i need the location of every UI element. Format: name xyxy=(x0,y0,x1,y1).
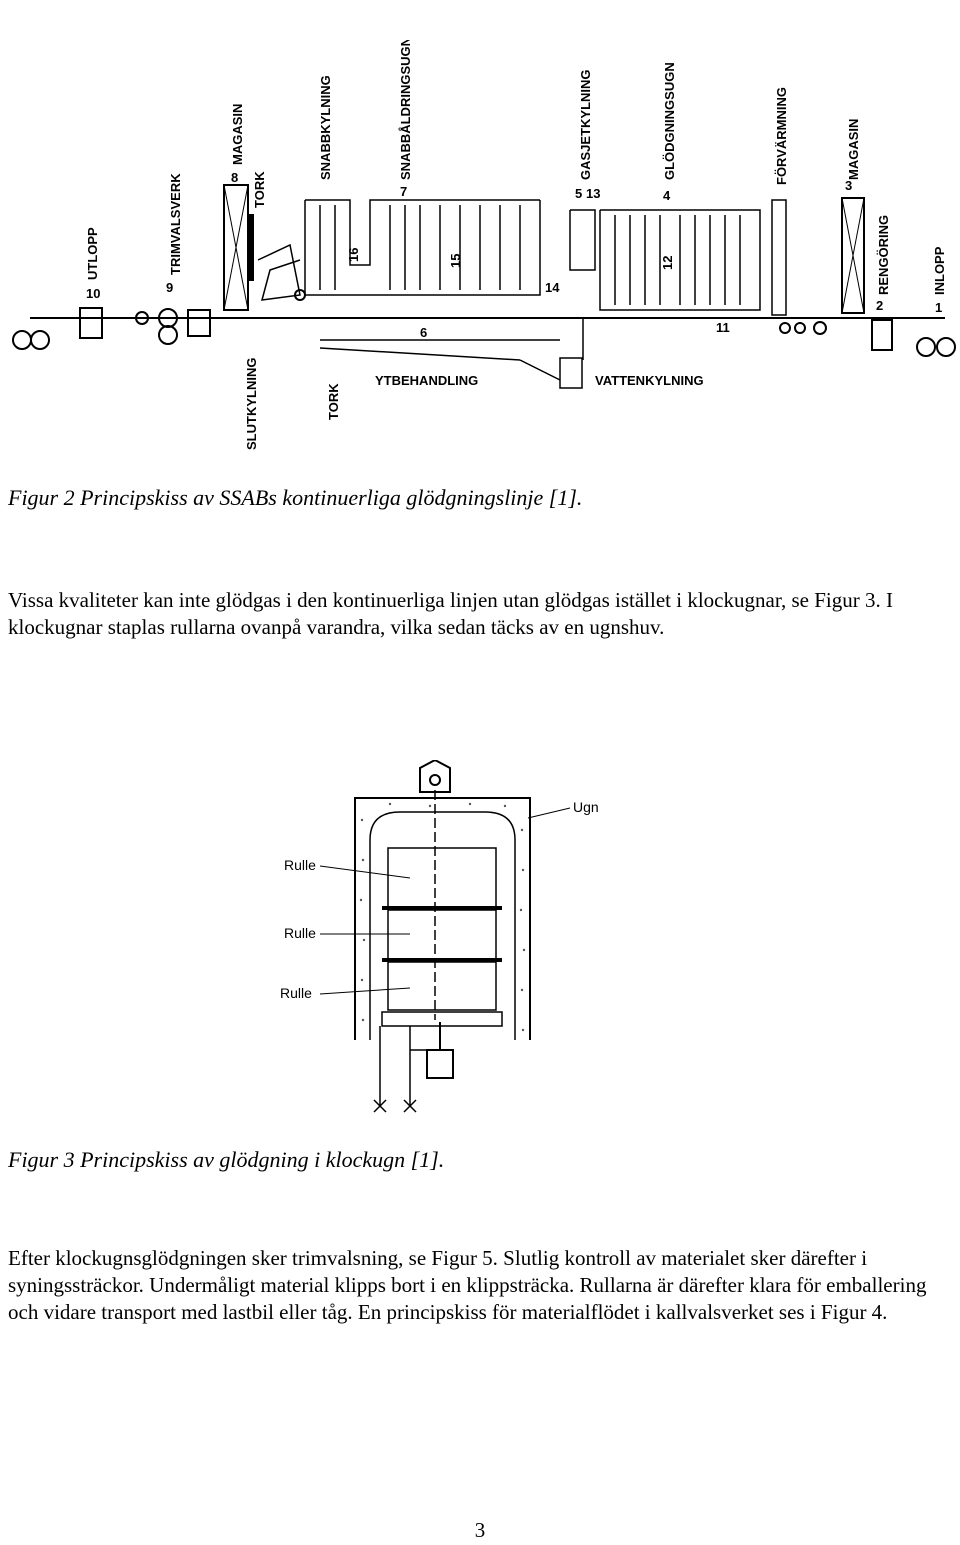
coil-right-1 xyxy=(917,338,935,356)
preheating xyxy=(772,200,786,315)
coil-bottom xyxy=(388,962,496,1010)
paragraph-1: Vissa kvaliteter kan inte glödgas i den … xyxy=(8,587,958,641)
label-forvarmning: FÖRVÄRMNING xyxy=(774,87,789,185)
label-gasjetkylning: GASJETKYLNING xyxy=(578,69,593,180)
label-tork-top: TORK xyxy=(252,171,267,208)
coil-top xyxy=(388,848,496,908)
num-16: 16 xyxy=(346,248,361,262)
num-3: 3 xyxy=(845,178,852,193)
label-tork-bottom: TORK xyxy=(326,383,341,420)
num-13: 13 xyxy=(586,186,600,201)
label-rulle-1: Rulle xyxy=(284,857,316,873)
fan-motor xyxy=(427,1050,453,1078)
label-slutkylning: SLUTKYLNING xyxy=(244,358,259,450)
roll xyxy=(780,323,790,333)
label-snabbkylning: SNABBKYLNING xyxy=(318,75,333,180)
label-inlopp: INLOPP xyxy=(932,246,947,295)
label-trimvalsverk: TRIMVALSVERK xyxy=(168,173,183,275)
trim-box xyxy=(188,310,210,336)
coil-right-2 xyxy=(937,338,955,356)
label-ytbehandling: YTBEHANDLING xyxy=(375,373,478,388)
overaging-furnace xyxy=(305,200,540,295)
num-5: 5 xyxy=(575,186,582,201)
page-number: 3 xyxy=(0,1518,960,1543)
cleaning-box xyxy=(872,320,892,350)
label-snabbaldringsugn: SNABBÅLDRINGSUGN xyxy=(398,40,413,180)
label-vattenkylning: VATTENKYLNING xyxy=(595,373,704,388)
coil-middle xyxy=(388,910,496,960)
roll xyxy=(795,323,805,333)
num-15: 15 xyxy=(448,254,463,268)
label-magasin-right: MAGASIN xyxy=(846,119,861,180)
num-10: 10 xyxy=(86,286,100,301)
figure-3-caption: Figur 3 Principskiss av glödgning i kloc… xyxy=(8,1146,444,1174)
num-14: 14 xyxy=(545,280,560,295)
label-rulle-2: Rulle xyxy=(284,925,316,941)
num-4: 4 xyxy=(663,188,671,203)
coil-left-2 xyxy=(31,331,49,349)
shear-box-left xyxy=(80,308,102,338)
label-glodgningsugn: GLÖDGNINGSUGN xyxy=(662,62,677,180)
num-7: 7 xyxy=(400,184,407,199)
annealing-line-diagram: UTLOPP TRIMVALSVERK MAGASIN TORK SNABBKY… xyxy=(0,40,960,460)
roll xyxy=(159,326,177,344)
num-12: 12 xyxy=(660,256,675,270)
label-ugn: Ugn xyxy=(573,799,599,815)
num-1: 1 xyxy=(935,300,942,315)
roll xyxy=(814,322,826,334)
num-6: 6 xyxy=(420,325,427,340)
num-11: 11 xyxy=(716,320,730,335)
num-8: 8 xyxy=(231,170,238,185)
num-2: 2 xyxy=(876,298,883,313)
label-rengoring: RENGÖRING xyxy=(876,215,891,295)
furnace-base xyxy=(382,1012,502,1026)
label-utlopp: UTLOPP xyxy=(85,227,100,280)
figure-2-caption: Figur 2 Principskiss av SSABs kontinuerl… xyxy=(8,484,582,512)
bell-furnace-diagram: Ugn Rulle Rulle Rulle xyxy=(270,760,630,1120)
label-rulle-3: Rulle xyxy=(280,985,312,1001)
label-magasin-left: MAGASIN xyxy=(230,104,245,165)
num-9: 9 xyxy=(166,280,173,295)
coil-left-1 xyxy=(13,331,31,349)
paragraph-2: Efter klockugnsglödgningen sker trimvals… xyxy=(8,1245,958,1326)
furnace-hood xyxy=(355,798,530,1040)
